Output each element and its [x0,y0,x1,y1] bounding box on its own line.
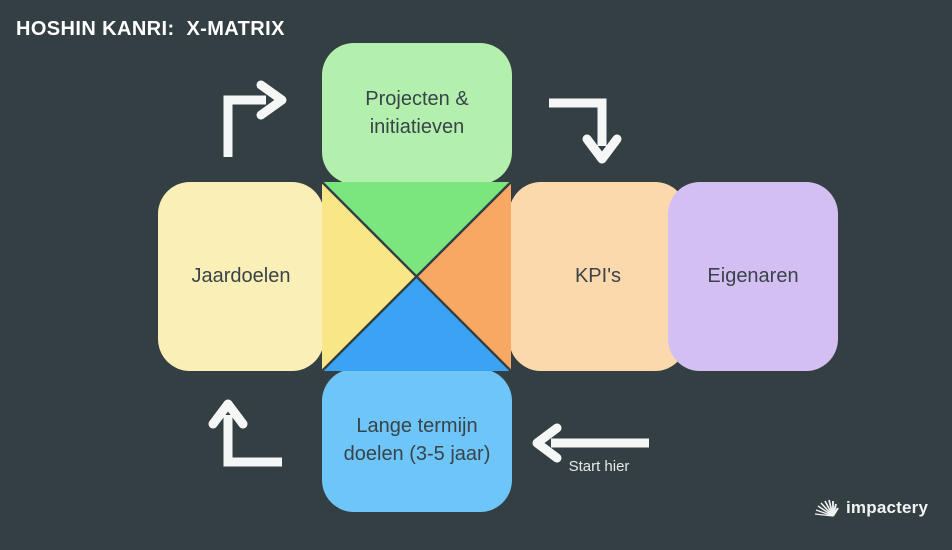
logo: impactery [810,496,928,520]
node-lange-termijn-label: Lange termijn doelen (3-5 jaar) [343,414,491,465]
node-eigenaren-label: Eigenaren [707,264,799,287]
start-hier-label: Start hier [568,458,630,475]
node-jaardoelen-label: Jaardoelen [191,264,291,287]
node-kpis: KPI's [509,182,687,371]
arrow-left-up-icon [208,399,282,467]
logo-text: impactery [846,498,929,517]
x-triangle-bottom [322,276,511,371]
x-triangle-left [322,182,417,371]
x-matrix-center [322,182,511,371]
logo-fan-icon [814,499,839,517]
arrow-right-down-icon [549,98,622,164]
node-jaardoelen: Jaardoelen [158,182,324,371]
arrow-start-left-icon [532,423,649,463]
node-lange-termijn-doelen: Lange termijn doelen (3-5 jaar) [322,369,512,512]
x-triangle-right [416,182,511,371]
x-diagonal-line [322,182,511,371]
node-eigenaren: Eigenaren [668,182,838,371]
node-projecten-label: Projecten & initiatieven [365,87,469,138]
arrow-up-right-icon [223,80,287,157]
page-title: HOSHIN KANRI: X-MATRIX [16,18,285,40]
node-kpis-label: KPI's [574,264,622,287]
node-projecten-initiatieven: Projecten & initiatieven [322,43,512,184]
x-triangle-top [322,182,511,277]
